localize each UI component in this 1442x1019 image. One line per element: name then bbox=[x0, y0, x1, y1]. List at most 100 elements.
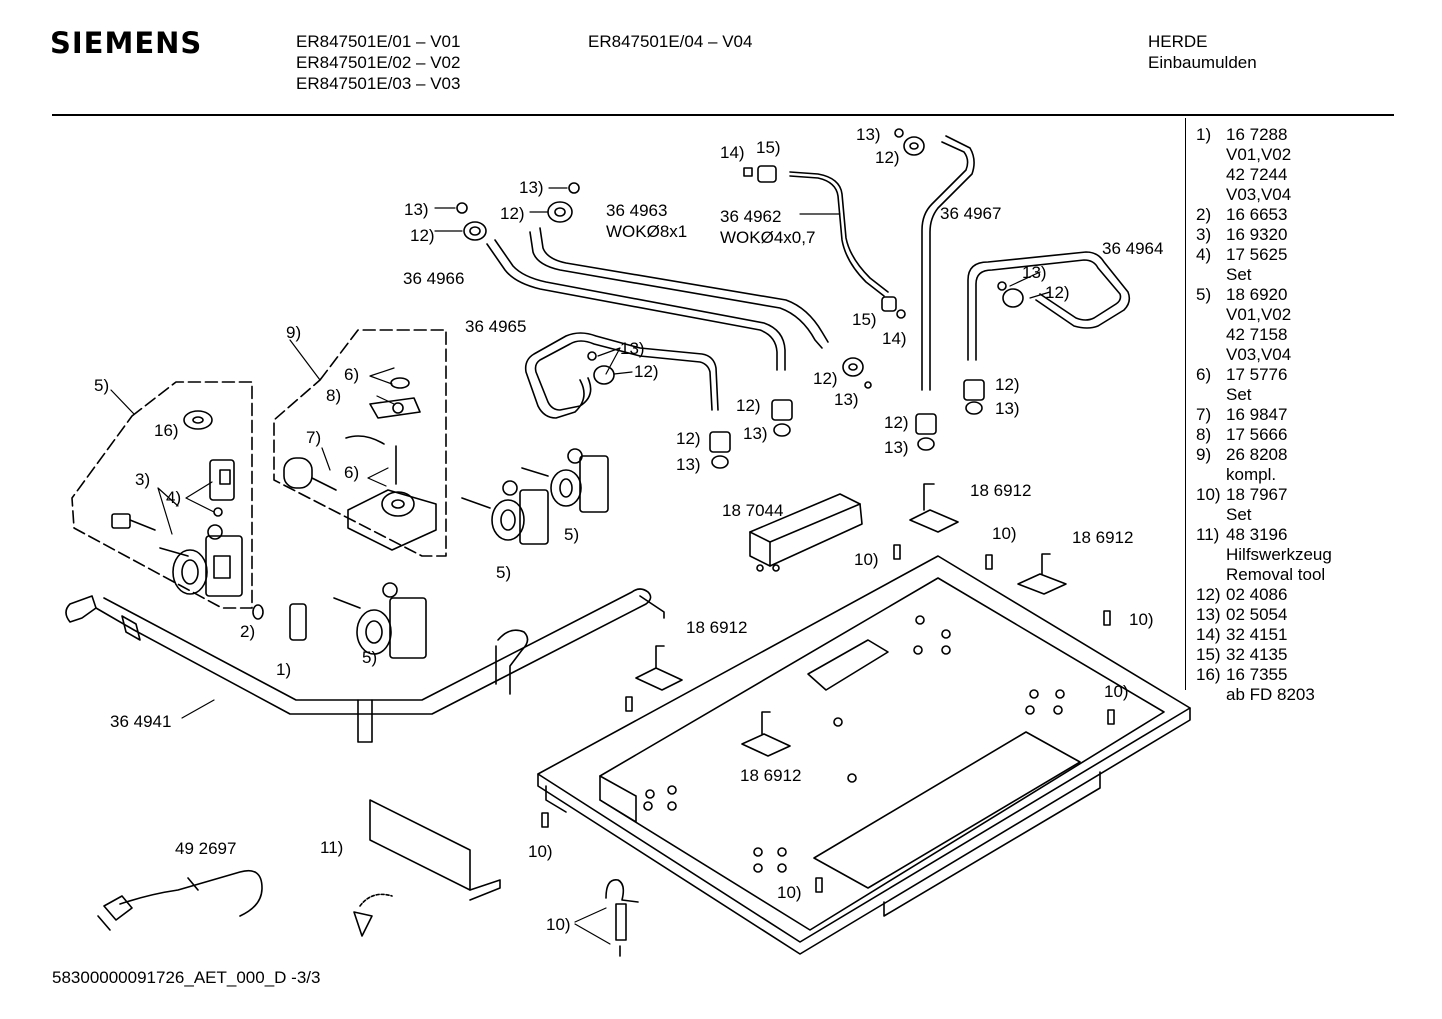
callout: 13) bbox=[519, 178, 544, 197]
callout: 12) bbox=[875, 148, 900, 167]
part-index: 7) bbox=[1196, 405, 1212, 424]
callout: 10) bbox=[1129, 610, 1154, 629]
callout: 10) bbox=[854, 550, 879, 569]
callout: 2) bbox=[240, 622, 255, 641]
callout: 5) bbox=[362, 648, 377, 667]
gas-valve-assembly bbox=[283, 377, 437, 551]
callout: 10) bbox=[528, 842, 553, 861]
callout: 12) bbox=[884, 413, 909, 432]
part-entry: Set bbox=[1226, 505, 1252, 524]
pipe-spec: WOKØ4x0,7 bbox=[720, 228, 815, 247]
part-entry: 48 3196 bbox=[1226, 525, 1288, 544]
assembly-outline-5 bbox=[71, 381, 253, 609]
part-index: 11) bbox=[1196, 525, 1220, 544]
model-line: ER847501E/02 – V02 bbox=[296, 53, 461, 72]
part-entry: 17 5776 bbox=[1226, 365, 1288, 384]
leader-lines bbox=[110, 187, 1051, 719]
parts-list-row: 42 7244 bbox=[1196, 165, 1332, 185]
category-subtitle: Einbaumulden bbox=[1148, 53, 1257, 72]
clip-186912 bbox=[741, 711, 791, 757]
part-number: 18 6912 bbox=[740, 766, 801, 785]
part-entry: 32 4135 bbox=[1226, 645, 1288, 664]
parts-list-row: 7) 16 9847 bbox=[1196, 405, 1332, 425]
part-entry: Hilfswerkzeug bbox=[1226, 545, 1332, 564]
clip-186912 bbox=[1017, 553, 1067, 595]
screw-set bbox=[541, 544, 1115, 893]
parts-list-row: ab FD 8203 bbox=[1196, 685, 1332, 705]
part-entry: Set bbox=[1226, 385, 1252, 404]
part-index: 5) bbox=[1196, 285, 1212, 304]
parts-list-row: 14)32 4151 bbox=[1196, 625, 1332, 645]
part-entry: 18 6920 bbox=[1226, 285, 1288, 304]
callout: 15) bbox=[852, 310, 877, 329]
gas-valve-assembly bbox=[111, 410, 243, 597]
part-index: 16) bbox=[1196, 665, 1221, 684]
callout: 13) bbox=[676, 455, 701, 474]
callout: 12) bbox=[736, 396, 761, 415]
callout: 7) bbox=[306, 428, 321, 447]
callout: 6) bbox=[344, 463, 359, 482]
parts-list-row: Set bbox=[1196, 385, 1332, 405]
leader-line bbox=[574, 907, 611, 945]
header-divider bbox=[52, 114, 1394, 116]
callout: 14) bbox=[882, 329, 907, 348]
parts-list-row: 3)16 9320 bbox=[1196, 225, 1332, 245]
callout: 5) bbox=[564, 525, 579, 544]
callout: 9) bbox=[286, 323, 301, 342]
part-number: 18 6912 bbox=[1072, 528, 1133, 547]
callout: 13) bbox=[995, 399, 1020, 418]
callout: 10) bbox=[1104, 682, 1129, 701]
callout: 13) bbox=[1022, 263, 1047, 282]
parts-list-row: Set bbox=[1196, 265, 1332, 285]
callout: 8) bbox=[326, 386, 341, 405]
parts-list-row: Hilfswerkzeug bbox=[1196, 545, 1332, 565]
callout: 3) bbox=[135, 470, 150, 489]
parts-list-divider bbox=[1185, 118, 1186, 690]
part-number: 18 7044 bbox=[722, 501, 783, 520]
callouts: 13) 12) 14) 15) 13) 12) 36 4963 WOKØ8x1 … bbox=[94, 125, 1163, 934]
part-index: 3) bbox=[1196, 225, 1212, 244]
part-entry: Removal tool bbox=[1226, 565, 1326, 584]
bracket-187044 bbox=[749, 493, 863, 572]
parts-list-row: 5) 18 6920 bbox=[1196, 285, 1332, 305]
clip-186912 bbox=[635, 645, 683, 691]
parts-list-row: V03,V04 bbox=[1196, 345, 1332, 365]
valve-clip bbox=[289, 603, 307, 641]
gas-manifold-364941 bbox=[65, 588, 665, 743]
part-index: 2) bbox=[1196, 205, 1212, 224]
parts-list-row: kompl. bbox=[1196, 465, 1332, 485]
nut-group bbox=[456, 128, 1024, 469]
part-number: 36 4963 bbox=[606, 201, 667, 220]
parts-list-row: V03,V04 bbox=[1196, 185, 1332, 205]
part-index: 15) bbox=[1196, 645, 1221, 664]
part-index: 13) bbox=[1196, 605, 1221, 624]
parts-list-row: 16)16 7355 bbox=[1196, 665, 1332, 685]
callout: 10) bbox=[777, 883, 802, 902]
part-number: 49 2697 bbox=[175, 839, 236, 858]
part-index: 6) bbox=[1196, 365, 1212, 384]
part-entry: 02 4086 bbox=[1226, 585, 1288, 604]
part-number: 36 4967 bbox=[940, 204, 1001, 223]
parts-list-row: 9)26 8208 bbox=[1196, 445, 1332, 465]
sealing-ring bbox=[252, 604, 264, 620]
part-entry: 16 9847 bbox=[1226, 405, 1288, 424]
callout: 13) bbox=[856, 125, 881, 144]
part-entry: Set bbox=[1226, 265, 1252, 284]
part-number: 18 6912 bbox=[970, 481, 1031, 500]
part-entry: ab FD 8203 bbox=[1226, 685, 1315, 704]
callout: 12) bbox=[995, 375, 1020, 394]
model-line: ER847501E/01 – V01 bbox=[296, 32, 461, 51]
callout: 12) bbox=[676, 429, 701, 448]
part-entry: 17 5625 bbox=[1226, 245, 1288, 264]
callout: 12) bbox=[1045, 283, 1070, 302]
thin-pipe-364962-edge bbox=[789, 171, 889, 293]
parts-list-row: 12)02 4086 bbox=[1196, 585, 1332, 605]
hob-tray bbox=[537, 555, 1191, 955]
parts-list-row: 11) 48 3196 bbox=[1196, 525, 1332, 545]
parts-list-row: 2)16 6653 bbox=[1196, 205, 1332, 225]
callout: 12) bbox=[500, 204, 525, 223]
part-entry: V01,V02 bbox=[1226, 145, 1292, 164]
parts-list-row: Removal tool bbox=[1196, 565, 1332, 585]
